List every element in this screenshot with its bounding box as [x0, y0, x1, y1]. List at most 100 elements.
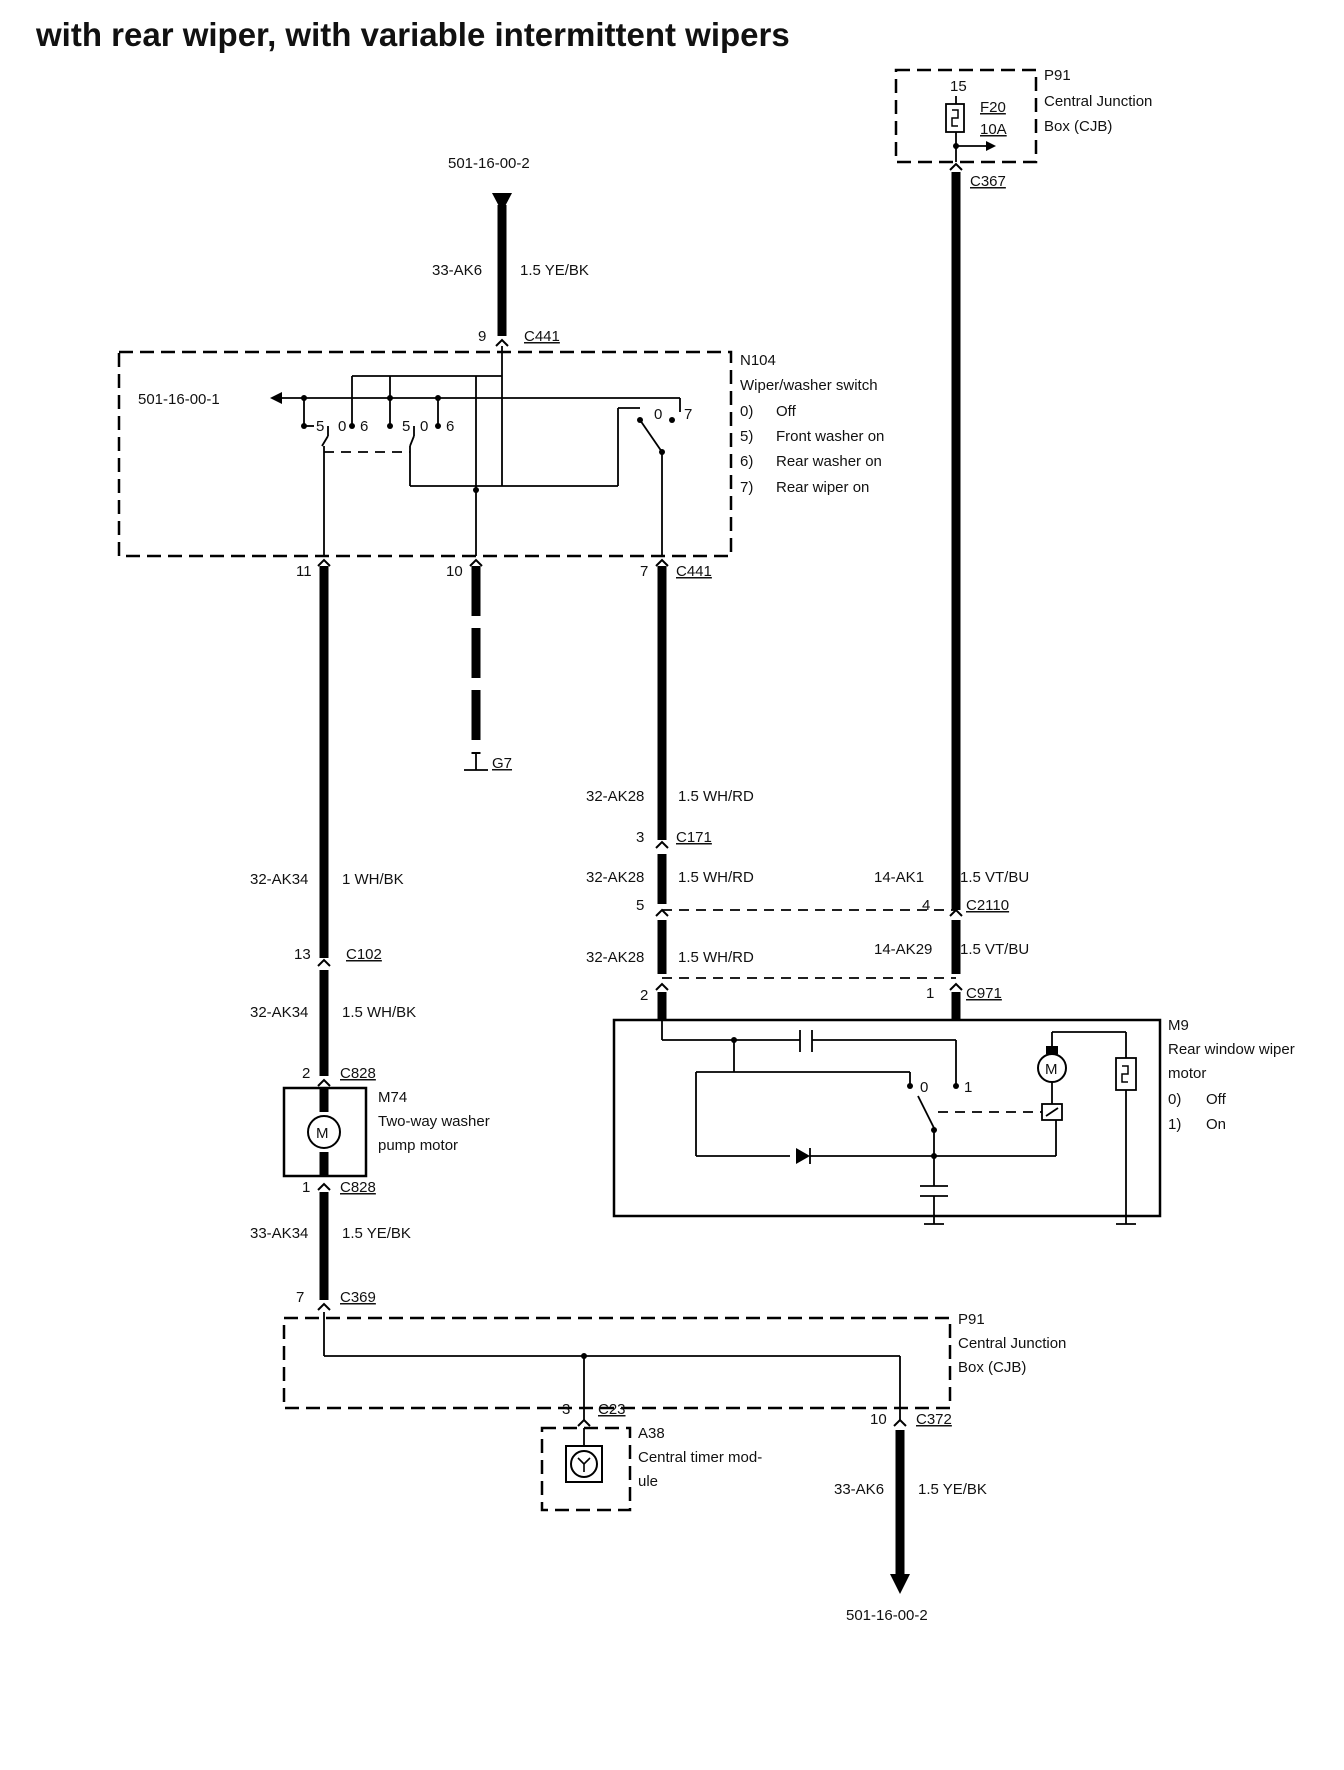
- n104-contact-a6: 6: [360, 418, 368, 435]
- c23-pin: 3: [562, 1401, 570, 1418]
- cjb-top-id: P91: [1044, 67, 1071, 84]
- c372-pin: 10: [870, 1411, 887, 1428]
- w-ak1-spec: 1.5 VT/BU: [960, 869, 1029, 886]
- w-ak34a-circuit: 32-AK34: [250, 871, 308, 888]
- n104-pos5-code: 5): [740, 428, 753, 445]
- n104-box: [117, 350, 733, 558]
- c102-pin: 13: [294, 946, 311, 963]
- w-ak28c-circuit: 32-AK28: [586, 949, 644, 966]
- m74-symbol: M: [316, 1125, 329, 1142]
- c2110-pin-right: 4: [922, 897, 930, 914]
- w-ak28b-circuit: 32-AK28: [586, 869, 644, 886]
- central-timer-module: A38 Central timer mod- ule: [540, 1425, 762, 1512]
- m9-name-2: motor: [1168, 1065, 1206, 1082]
- bottom-ref: 501-16-00-2: [846, 1607, 928, 1624]
- diagram-title: with rear wiper, with variable intermitt…: [35, 16, 790, 53]
- m9-pos1-desc: On: [1206, 1116, 1226, 1133]
- c2110-label: C2110: [966, 897, 1009, 914]
- c369-label: C369: [340, 1289, 376, 1306]
- n104-contact-c7: 7: [684, 406, 692, 423]
- cjb-top-pin: 15: [950, 78, 967, 95]
- c2110-pin-left: 5: [636, 897, 644, 914]
- w-top-spec: 1.5 YE/BK: [520, 262, 589, 279]
- n104-contact-a5: 5: [316, 418, 324, 435]
- m74-id: M74: [378, 1089, 407, 1106]
- c171-pin: 3: [636, 829, 644, 846]
- m9-pos0-desc: Off: [1206, 1091, 1227, 1108]
- c828-bottom-label: C828: [340, 1179, 376, 1196]
- n104-pos6-desc: Rear washer on: [776, 453, 882, 470]
- m9-pos1-code: 1): [1168, 1116, 1181, 1133]
- cjb-bottom-box: [282, 1316, 952, 1410]
- w-ak29-spec: 1.5 VT/BU: [960, 941, 1029, 958]
- m9-contact-1: 1: [964, 1079, 972, 1096]
- fuse-id: F20: [980, 99, 1006, 116]
- w-ak34b-circuit: 32-AK34: [250, 1004, 308, 1021]
- c971-pin-right: 1: [926, 985, 934, 1002]
- a38-name-1: Central timer mod-: [638, 1449, 762, 1466]
- cjb-bottom-name-2: Box (CJB): [958, 1359, 1026, 1376]
- n104-contact-b5: 5: [402, 418, 410, 435]
- w-ak34c-circuit: 33-AK34: [250, 1225, 308, 1242]
- w-ak28a-spec: 1.5 WH/RD: [678, 788, 754, 805]
- top-ref-arrow: [492, 193, 512, 212]
- w-bottom-circuit: 33-AK6: [834, 1481, 884, 1498]
- w-ak34b-spec: 1.5 WH/BK: [342, 1004, 416, 1021]
- fuse-rating: 10A: [980, 121, 1007, 138]
- c23-label: C23: [598, 1401, 626, 1418]
- n104-contact-c0: 0: [654, 406, 662, 423]
- timer-icon: [570, 1450, 598, 1478]
- c441-top-pin: 9: [478, 328, 486, 345]
- a38-box: [540, 1426, 632, 1512]
- n104-contact-b6: 6: [446, 418, 454, 435]
- cjb-top-box: [894, 68, 1038, 164]
- c971-pin-left: 2: [640, 987, 648, 1004]
- g7-label: G7: [492, 755, 512, 772]
- w-ak28c-spec: 1.5 WH/RD: [678, 949, 754, 966]
- c102-label: C102: [346, 946, 382, 963]
- n104-pos6-code: 6): [740, 453, 753, 470]
- w-ak28b-spec: 1.5 WH/RD: [678, 869, 754, 886]
- m9-contact-0: 0: [920, 1079, 928, 1096]
- c971-label: C971: [966, 985, 1002, 1002]
- n104-pos7-desc: Rear wiper on: [776, 479, 869, 496]
- n104-contact-a0: 0: [338, 418, 346, 435]
- switch-ref: 501-16-00-1: [138, 391, 220, 408]
- c441-pin11: 11: [296, 563, 312, 580]
- m74-name-1: Two-way washer: [378, 1113, 490, 1130]
- cjb-bottom-name-1: Central Junction: [958, 1335, 1066, 1352]
- n104-pos5-desc: Front washer on: [776, 428, 884, 445]
- w-ak28a-circuit: 32-AK28: [586, 788, 644, 805]
- n104-id: N104: [740, 352, 776, 369]
- n104-pos7-code: 7): [740, 479, 753, 496]
- n104-pos0-code: 0): [740, 403, 753, 420]
- c171-label: C171: [676, 829, 712, 846]
- c372-label: C372: [916, 1411, 952, 1428]
- m9-pos0-code: 0): [1168, 1091, 1181, 1108]
- motor-icon: [307, 1115, 341, 1149]
- w-ak1-circuit: 14-AK1: [874, 869, 924, 886]
- c369-pin: 7: [296, 1289, 304, 1306]
- washer-pump-motor: M M74 Two-way washer pump motor: [282, 1086, 490, 1178]
- c441-pin7: 7: [640, 563, 648, 580]
- m74-name-2: pump motor: [378, 1137, 458, 1154]
- cjb-top: 15 F20 10A P91 Central Junction Box (CJB…: [894, 67, 1152, 164]
- top-ref: 501-16-00-2: [448, 155, 530, 172]
- fuse-icon: [945, 103, 965, 133]
- c441-pin10: 10: [446, 563, 463, 580]
- rear-wiper-motor: M9 Rear window wiper motor 0) Off 1) On …: [612, 1017, 1295, 1218]
- c828-top-pin: 2: [302, 1065, 310, 1082]
- c367-label: C367: [970, 173, 1006, 190]
- n104-pos0-desc: Off: [776, 403, 797, 420]
- m9-id: M9: [1168, 1017, 1189, 1034]
- a38-id: A38: [638, 1425, 665, 1442]
- m9-box: [612, 1018, 1162, 1218]
- a38-name-2: ule: [638, 1473, 658, 1490]
- m9-name-1: Rear window wiper: [1168, 1041, 1295, 1058]
- diode-icon: [796, 1148, 810, 1164]
- w-ak34c-spec: 1.5 YE/BK: [342, 1225, 411, 1242]
- c441-label: C441: [676, 563, 712, 580]
- bottom-ref-arrow: [890, 1574, 910, 1594]
- w-ak34a-spec: 1 WH/BK: [342, 871, 404, 888]
